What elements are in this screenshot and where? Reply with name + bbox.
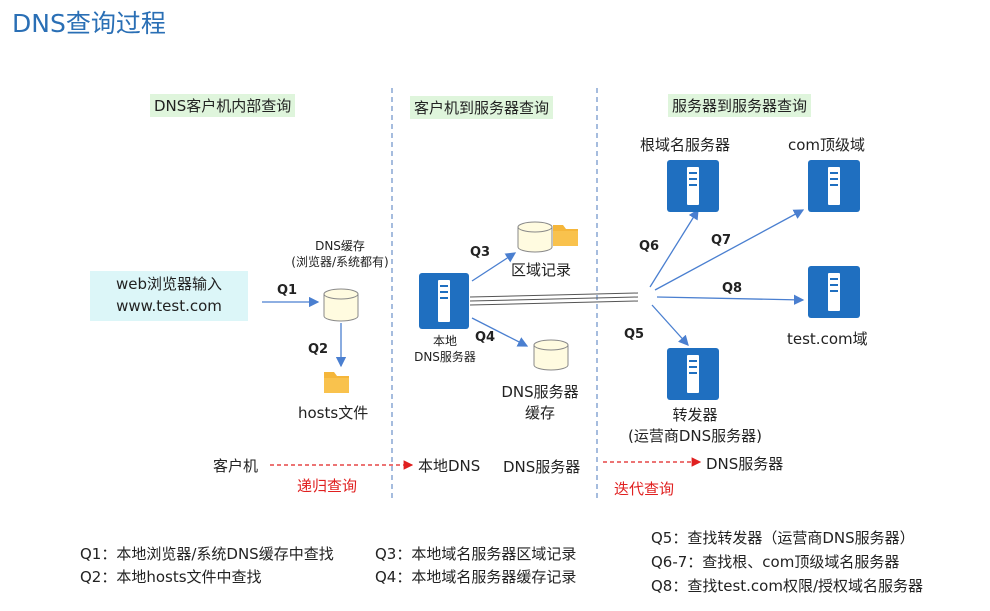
- query-label-q8: Q8: [722, 281, 743, 296]
- query-label-q2: Q2: [308, 342, 329, 357]
- flow-iterative: 迭代查询: [614, 480, 675, 498]
- legend-q67: Q6-7：查找根、com顶级域名服务器: [651, 553, 900, 571]
- arrow-q8: [656, 294, 805, 306]
- local-dns-label-line2: DNS服务器: [414, 350, 476, 364]
- legend-q2: Q2：本地hosts文件中查找: [80, 568, 262, 586]
- web-input-line1: web浏览器输入: [115, 275, 223, 293]
- flow-dns-server-a: DNS服务器: [503, 458, 581, 476]
- database-icon-dns-cache: [323, 288, 359, 322]
- arrow-q4: [471, 317, 529, 347]
- forwarder-label-line2: (运营商DNS服务器): [628, 427, 762, 445]
- server-icon-local-dns: [419, 273, 469, 329]
- link-line-2: [469, 296, 639, 302]
- server-icon-root: [667, 160, 719, 212]
- com-tld-label: com顶级域: [788, 136, 866, 154]
- server-icon-test-com: [808, 266, 860, 318]
- test-com-label: test.com域: [787, 330, 868, 348]
- dns-cache-label-line1: DNS缓存: [315, 239, 365, 253]
- database-icon-server-cache: [533, 339, 569, 371]
- legend-q8: Q8：查找test.com权限/授权域名服务器: [651, 577, 924, 595]
- forwarder-label: 转发器 (运营商DNS服务器): [610, 405, 780, 447]
- query-label-q4: Q4: [475, 330, 496, 345]
- local-dns-label: 本地 DNS服务器: [402, 333, 488, 365]
- link-line-3: [469, 300, 639, 306]
- folder-icon-zone: [553, 225, 578, 246]
- legend-q4: Q4：本地域名服务器缓存记录: [375, 568, 577, 586]
- section-server-to-server: 服务器到服务器查询: [668, 94, 812, 117]
- forwarder-label-line1: 转发器: [672, 406, 718, 424]
- query-label-q6: Q6: [639, 239, 660, 254]
- legend-q1: Q1：本地浏览器/系统DNS缓存中查找: [80, 545, 334, 563]
- web-input-box: web浏览器输入 www.test.com: [90, 271, 248, 321]
- dns-cache-label-line2: (浏览器/系统都有): [291, 255, 389, 269]
- query-label-q3: Q3: [470, 245, 491, 260]
- dns-server-cache-label-line1: DNS服务器: [501, 383, 579, 401]
- root-server-label: 根域名服务器: [640, 136, 731, 154]
- query-label-q7: Q7: [711, 233, 732, 248]
- query-label-q5: Q5: [624, 327, 645, 342]
- dns-server-cache-label: DNS服务器 缓存: [490, 382, 590, 424]
- flow-client: 客户机: [213, 457, 259, 475]
- section-client-internal: DNS客户机内部查询: [150, 94, 296, 117]
- page-title: DNS查询过程: [12, 9, 166, 38]
- hosts-file-label: hosts文件: [298, 404, 369, 422]
- link-line-1: [469, 292, 639, 298]
- section-client-to-server: 客户机到服务器查询: [410, 96, 554, 119]
- arrow-q3: [471, 252, 517, 282]
- legend-q3: Q3：本地域名服务器区域记录: [375, 545, 577, 563]
- folder-icon-hosts: [324, 372, 349, 393]
- server-icon-com: [808, 160, 860, 212]
- flow-recursive: 递归查询: [297, 477, 358, 495]
- zone-record-label: 区域记录: [511, 261, 572, 279]
- arrow-q5: [651, 304, 689, 346]
- arrow-q7: [654, 209, 805, 291]
- server-icon-forwarder: [667, 348, 719, 400]
- database-icon-zone: [517, 221, 553, 253]
- dns-cache-label: DNS缓存 (浏览器/系统都有): [270, 238, 410, 270]
- dns-server-cache-label-line2: 缓存: [524, 404, 555, 422]
- flow-local-dns: 本地DNS: [418, 457, 481, 475]
- arrow-q6: [649, 208, 699, 288]
- web-input-line2: www.test.com: [116, 297, 222, 315]
- query-label-q1: Q1: [277, 283, 298, 298]
- flow-dns-server-b: DNS服务器: [706, 455, 784, 473]
- local-dns-label-line1: 本地: [432, 334, 457, 348]
- legend-q5: Q5：查找转发器（运营商DNS服务器）: [651, 529, 915, 547]
